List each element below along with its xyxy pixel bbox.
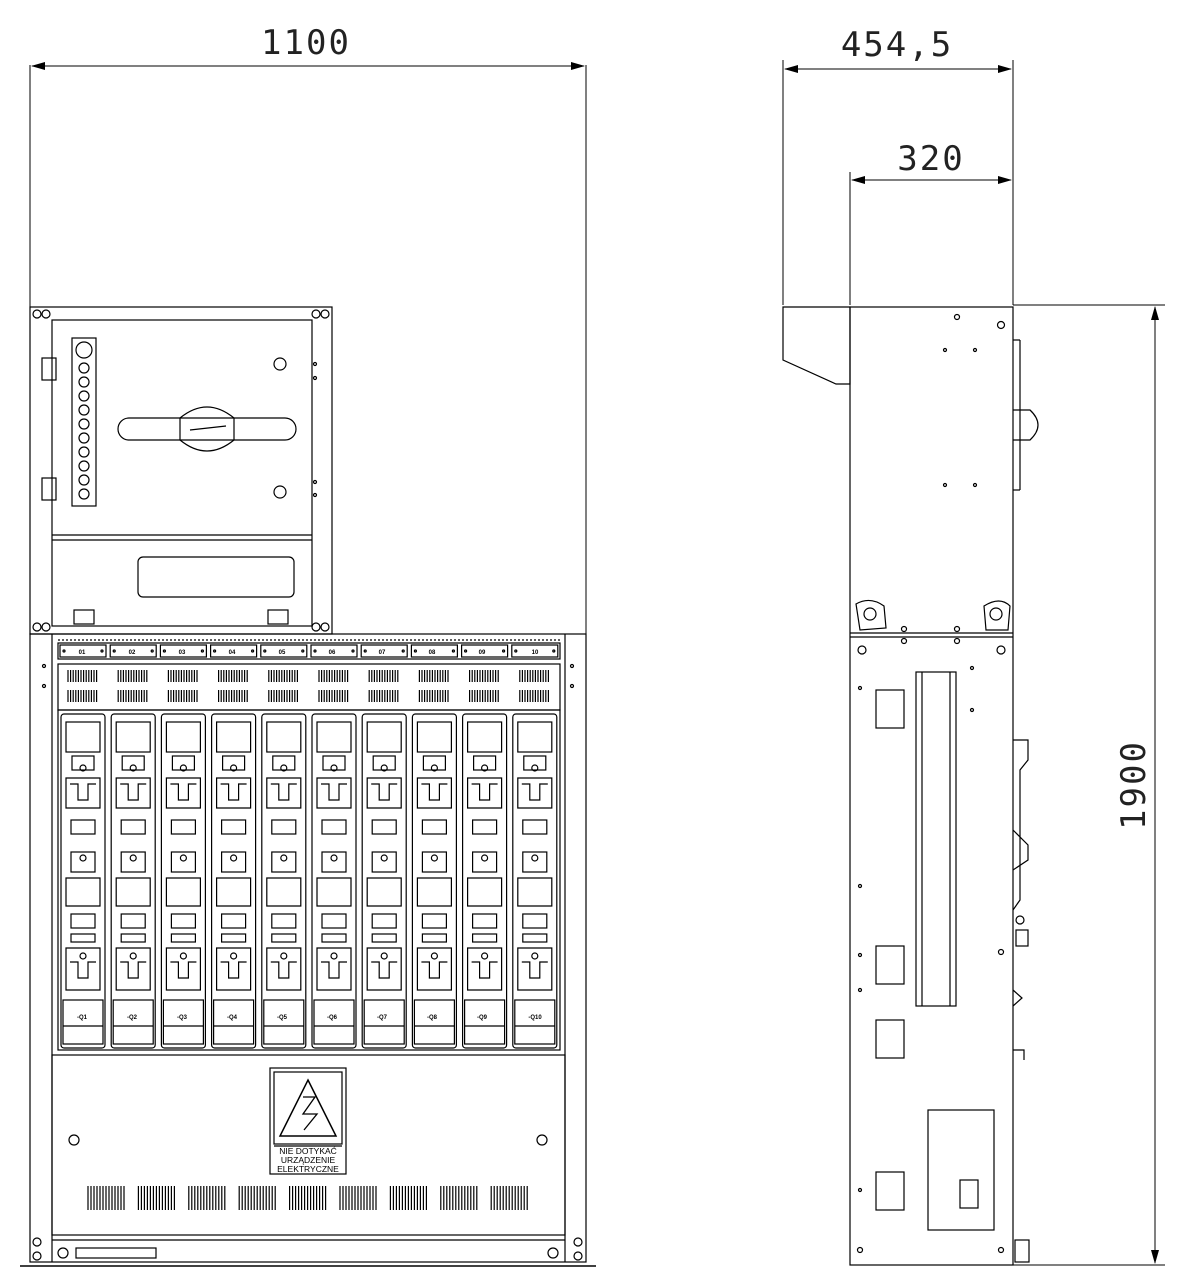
fuse-holder: [260, 644, 308, 1049]
fuse-bottom-label: -Q1: [77, 1015, 88, 1021]
dimension-side-depth-total-label: 454,5: [841, 25, 953, 65]
fuse-bottom-label: -Q3: [177, 1015, 188, 1021]
fuse-cabinet: [20, 633, 596, 1267]
switch-cabinet: [29, 306, 333, 635]
dimension-front-width: [29, 62, 587, 635]
vent-group: [339, 1186, 377, 1210]
warning-line-2: URZĄDZENIE: [281, 1155, 336, 1165]
lifting-eye-left: [855, 599, 887, 655]
fuse-bottom-label: -Q7: [377, 1015, 388, 1021]
fuse-top-labels: 01 02 03 04 05 06 07 08 09 10: [79, 650, 539, 656]
label-window: [137, 556, 295, 598]
fuse-bottom-label: -Q4: [227, 1015, 238, 1021]
dimension-height: [1013, 304, 1165, 1266]
warning-line-1: NIE DOTYKAĆ: [279, 1146, 337, 1156]
fuse-holder: [109, 644, 157, 1049]
fuse-top-label: 02: [129, 650, 136, 656]
hinge-icon: [73, 609, 95, 625]
vent-group: [137, 1186, 175, 1210]
cable-duct: [915, 671, 957, 1007]
warning-line-3: ELEKTRYCZNE: [277, 1164, 339, 1174]
fuse-top-label: 05: [279, 650, 286, 656]
fuse-holder: [310, 644, 358, 1049]
fuse-top-label: 06: [329, 650, 336, 656]
front-view: NIE DOTYKAĆ URZĄDZENIE ELEKTRYCZNE: [20, 306, 596, 1267]
warning-sign: NIE DOTYKAĆ URZĄDZENIE ELEKTRYCZNE: [269, 1067, 347, 1175]
rear-box: [927, 1109, 995, 1231]
fuse-bottom-label: -Q9: [477, 1015, 488, 1021]
vent-group: [289, 1186, 327, 1210]
dimension-height-label: 1900: [1114, 740, 1154, 830]
fuse-top-label: 03: [179, 650, 186, 656]
side-panel: [849, 306, 1014, 1266]
fuse-top-label: 08: [429, 650, 436, 656]
lifting-eye-right: [983, 600, 1011, 655]
fuse-top-label: 01: [79, 650, 86, 656]
hinge-icon: [41, 357, 57, 381]
fuse-holder: [159, 644, 207, 1049]
vent-group: [389, 1186, 427, 1210]
fuse-holder: [360, 644, 408, 1049]
fuse-holder: [511, 644, 559, 1049]
side-view: [782, 306, 1039, 1266]
vent-group: [440, 1186, 478, 1210]
fuse-holder: [461, 644, 509, 1049]
hinge-icon: [267, 609, 289, 625]
fuse-bottom-labels: -Q1 -Q2 -Q3 -Q4 -Q5 -Q6 -Q7 -Q8 -Q9 -Q10: [77, 1015, 542, 1021]
dimension-side-depth-body: [849, 172, 1012, 305]
fuse-holder: [210, 644, 258, 1049]
fuse-top-label: 10: [532, 650, 539, 656]
hinge-icon: [41, 477, 57, 501]
fuse-holder: [59, 644, 107, 1049]
dimension-side-depth-total: [782, 60, 1014, 305]
screw-icon: [273, 485, 287, 499]
vent-group: [87, 1186, 125, 1210]
screw-icon: [536, 1134, 548, 1146]
terminal-strip: [71, 337, 97, 507]
fuse-top-label: 07: [379, 650, 386, 656]
fuse-columns: [59, 644, 559, 1049]
screw-icon: [68, 1134, 80, 1146]
switch-handle-side: [1013, 409, 1039, 441]
screw-icon: [273, 357, 287, 371]
fuse-bottom-label: -Q8: [427, 1015, 438, 1021]
fuse-top-label: 09: [479, 650, 486, 656]
dimension-front-width-label: 1100: [261, 23, 351, 63]
bottom-vents: [87, 1186, 528, 1210]
roof-overhang: [782, 306, 851, 385]
vent-group: [238, 1186, 276, 1210]
vent-group: [490, 1186, 528, 1210]
vent-group: [188, 1186, 226, 1210]
dimension-side-depth-body-label: 320: [897, 139, 964, 179]
fuse-bottom-label: -Q5: [277, 1015, 288, 1021]
fuse-bottom-label: -Q10: [528, 1015, 542, 1021]
fuse-bottom-label: -Q6: [327, 1015, 338, 1021]
fuse-bottom-label: -Q2: [127, 1015, 138, 1021]
main-switch-handle: [117, 406, 297, 452]
fuse-top-label: 04: [229, 650, 236, 656]
fuse-holder: [410, 644, 458, 1049]
